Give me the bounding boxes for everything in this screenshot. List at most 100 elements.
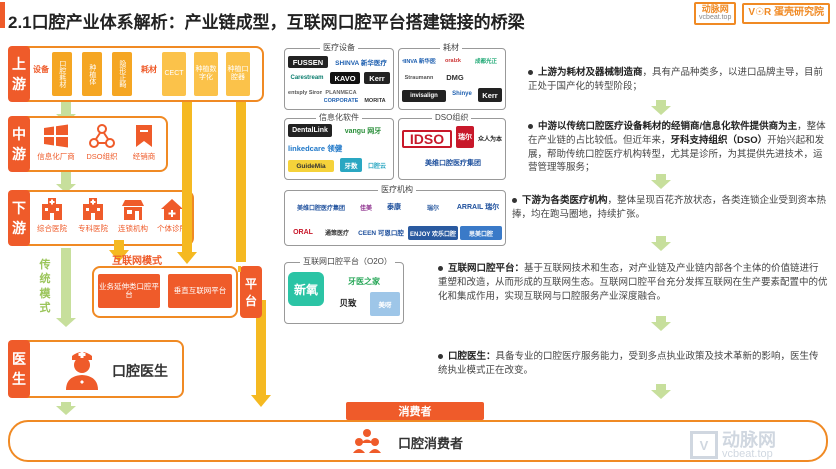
- bullet-dot: [512, 197, 517, 203]
- bullet-dot: [528, 123, 533, 129]
- traditional-mode-char: 传: [39, 259, 51, 271]
- vcbeat-logo: 动脉网 vcbeat.top: [694, 2, 737, 25]
- eggshell-logo: V☉R 蛋壳研究院: [742, 3, 830, 24]
- bullet-doctor: 口腔医生：具备专业的口腔医疗服务能力，受到多点执业政策及技术革新的影响，医生传统…: [438, 350, 828, 378]
- watermark-main: 动脉网: [722, 429, 776, 450]
- logo-oralzk: oralzk: [445, 58, 461, 64]
- logo-carestream: Carestream: [290, 75, 324, 81]
- platform-link-head: [251, 395, 271, 407]
- dso-panel: [398, 118, 506, 180]
- platform-link-head: [109, 250, 129, 262]
- platform-link-head: [177, 252, 197, 264]
- bullet-text: 具备专业的口腔医疗服务能力，受到多点执业政策及技术革新的影响，医生传统执业模式正…: [438, 351, 819, 376]
- logo-shinva: SHINVA 新华医疗: [335, 60, 387, 67]
- platform-connector: [238, 266, 241, 272]
- logo-arrail: ARRAIL 瑞尔: [456, 204, 500, 211]
- consumables-title: 耗材: [440, 42, 462, 53]
- flow-arrow: [651, 384, 671, 399]
- platform-tag: 平 台: [240, 266, 262, 318]
- bullet-dot: [438, 353, 443, 359]
- flow-arrow: [651, 174, 671, 189]
- institutions-title: 医疗机构: [378, 184, 416, 195]
- logo-oral: ORAL: [293, 228, 313, 236]
- logo-simei: 思美口腔: [460, 226, 502, 240]
- hospital-icon: [83, 198, 103, 220]
- flow-arrow: [56, 248, 76, 327]
- consumer-tag: 消费者: [346, 402, 484, 420]
- midstream-item: 信息化厂商: [34, 124, 78, 162]
- brand-logos: 动脉网 vcbeat.top V☉R 蛋壳研究院: [694, 2, 830, 25]
- upstream-cell: 种植口腔器: [226, 52, 250, 96]
- eggshell-logo-text: V☉R 蛋壳研究院: [748, 7, 824, 19]
- equipment-title: 医疗设备: [320, 42, 358, 53]
- logo-straumann: Straumann: [404, 74, 434, 81]
- watermark-text: 动脉网 vcbeat.top: [722, 431, 776, 460]
- logo-beizhi: 贝致: [339, 298, 357, 308]
- vcbeat-logo-text: 动脉网: [701, 4, 729, 14]
- logo-shinva-2: SHINVA 新华医疗: [402, 59, 436, 65]
- traditional-mode-char: 统: [39, 273, 51, 286]
- bullet-downstream: 下游为各类医疗机构，整体呈现百花齐放状态，各类连锁企业受到资本热捧，均在跑马圈地…: [512, 194, 828, 222]
- logo-meiwei-2: 美维口腔医疗集团: [296, 205, 345, 212]
- downstream-item-label: 连锁机构: [118, 224, 148, 233]
- midstream-tag-2: 游: [12, 146, 26, 162]
- downstream-item: 专科医院: [74, 198, 112, 234]
- logo-ruier-2: 瑞尔: [426, 205, 439, 212]
- logo-vangu: vangu 网牙: [344, 127, 382, 135]
- consumer-label: 口腔消费者: [398, 436, 464, 451]
- flow-arrow: [651, 100, 671, 115]
- logo-planmeca: PLANMECA: [325, 90, 357, 96]
- doctor-tag-2: 生: [12, 371, 26, 387]
- upstream-cell: CECT: [162, 52, 186, 96]
- downstream-tag-2: 游: [12, 220, 26, 236]
- consumer-frame: [8, 420, 828, 462]
- software-title: 信息化软件: [316, 112, 362, 123]
- bullet-text-2: 开始兴起和发展，帮助传统口腔医疗机构转型，尤其是诊所，为其提供先进技术，运营管理…: [528, 134, 825, 174]
- platform-link-stem: [256, 300, 266, 396]
- logo-jiamei: 佳美: [359, 205, 372, 212]
- upstream-tag-1: 上: [12, 56, 26, 72]
- doctor-tag-1: 医: [12, 351, 26, 367]
- downstream-item-label: 专科医院: [78, 224, 108, 233]
- traditional-mode-label: 传 统 模 式: [38, 258, 52, 315]
- upstream-cell: 种植体: [82, 52, 102, 96]
- page-title: 2.1口腔产业体系解析：产业链成型，互联网口腔平台搭建链接的桥梁: [8, 13, 525, 32]
- bullet-dot: [528, 69, 533, 75]
- midstream-item: DSO组织: [82, 124, 122, 162]
- logo-dentallink: DentalLink: [288, 124, 332, 137]
- doctor-label: 口腔医生: [112, 363, 168, 379]
- bullet-text: ，整体在产业链的占比较低。但近年来，: [528, 121, 826, 146]
- bullet-text: 基于互联网技术和生态，对产业链及产业链内部各个主体的价值链进行重塑和改造，从而形…: [438, 263, 828, 302]
- platform-link-stem: [114, 240, 124, 252]
- downstream-tag: 下 游: [8, 190, 30, 246]
- bullet-lead-2: 牙科支持组织（DSO）: [670, 134, 768, 146]
- logo-corporate: CORPORATE: [324, 97, 358, 104]
- house-icon: [161, 199, 183, 220]
- platform-tag-1: 平: [244, 277, 257, 291]
- midstream-item: 经销商: [124, 124, 164, 162]
- logo-fussen: FUSSEN: [288, 56, 328, 68]
- logo-linkedcare: linkedcare 领健: [288, 144, 343, 153]
- consumers-icon: [353, 429, 381, 453]
- logo-meiwei: 美维口腔医疗集团: [425, 160, 481, 167]
- logo-yashu: 牙数: [340, 158, 362, 172]
- title-accent-bar: [0, 2, 5, 28]
- bullet-text: ，整体呈现百花齐放状态，各类连锁企业受到资本热捧，均在跑马圈地，持续扩张。: [512, 195, 827, 220]
- midstream-item-label: DSO组织: [86, 152, 118, 161]
- watermark-sub: vcbeat.top: [722, 447, 773, 460]
- midstream-tag: 中 游: [8, 116, 30, 172]
- platform-link-stem: [236, 102, 246, 262]
- platform-link-stem: [182, 102, 192, 252]
- logo-cloud: 口腔云: [367, 163, 386, 170]
- internet-platform-box: 业务延伸类口腔平台: [98, 274, 160, 308]
- logo-invisalign: invisalign: [402, 90, 446, 102]
- vcbeat-logo-sub: vcbeat.top: [699, 14, 732, 22]
- dso-title: DSO组织: [432, 112, 472, 123]
- o2o-title: 互联网口腔平台（O2O）: [300, 256, 395, 267]
- bullet-lead: 下游为各类医疗机构: [522, 195, 608, 206]
- logo-guangzheng: 成都光正: [474, 59, 497, 65]
- upstream-tag-2: 游: [12, 76, 26, 92]
- bullet-midstream: 中游以传统口腔医疗设备耗材的经销商/信息化软件提供商为主，整体在产业链的占比较低…: [528, 120, 828, 175]
- upstream-group-label-consumables: 耗材: [141, 65, 157, 74]
